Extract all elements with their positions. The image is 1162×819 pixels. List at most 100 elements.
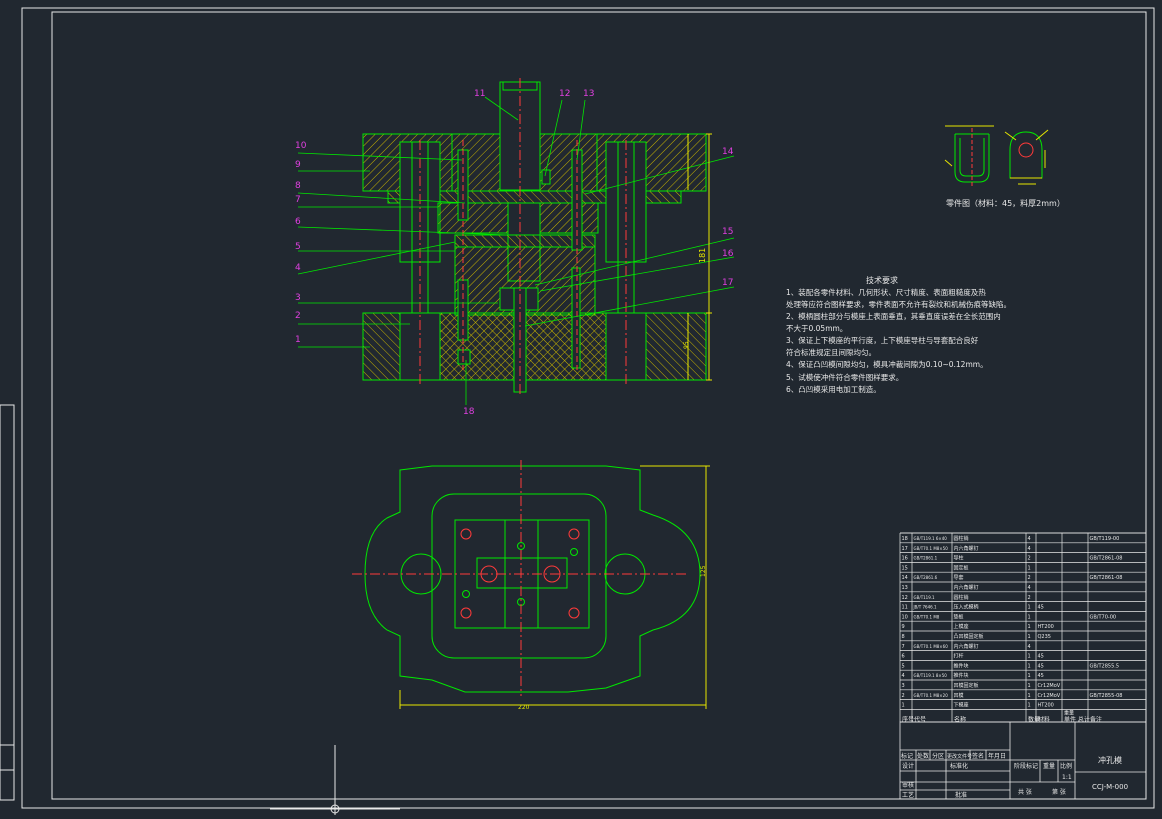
bom-cell: 2 (1028, 595, 1031, 601)
tb-sheets-total: 共 张 (1018, 788, 1032, 796)
bom-cell: 推件块 (954, 662, 969, 669)
bom-cell: 1 (1028, 565, 1031, 571)
callout-11: 11 (474, 89, 485, 99)
callout-7: 7 (295, 195, 301, 205)
bom-header-cell: 数量 (1028, 715, 1040, 723)
tb-sheet-no: 第 张 (1052, 788, 1066, 796)
bom-cell: 圆柱销 (954, 535, 969, 542)
bom-cell: GB/T119.1 6×40 (914, 536, 948, 541)
bom-cell: 1 (1028, 693, 1031, 699)
bom-cell: 12 (902, 595, 908, 601)
bom-cell: 1 (1028, 614, 1031, 620)
bom-cell: 压入式模柄 (954, 604, 979, 611)
bom-cell: 17 (902, 546, 908, 552)
tech-line-3: 2、模柄圆柱部分与模座上表面垂直，其垂直度误差在全长范围内 (786, 311, 1001, 321)
bom-cell: 45 (1038, 654, 1044, 660)
bom-cell: 1 (1028, 654, 1031, 660)
bom-cell: GB/T119-00 (1090, 536, 1120, 542)
bom-cell: 凸凹模固定板 (954, 633, 984, 640)
bom-header-cell: 序号 (902, 715, 914, 723)
bom-header-cell: 材料 (1038, 715, 1050, 723)
bom-cell: 1 (1028, 703, 1031, 709)
tb-rev-6: 年月日 (988, 752, 1006, 760)
tb-standardization: 标准化 (950, 762, 968, 770)
bom-cell: 5 (902, 663, 905, 669)
technical-requirements: 技术要求 1、装配各零件材料、几何形状、尺寸精度、表面粗糙度及热 处理等应符合图… (786, 275, 1011, 394)
bom-cell: 15 (902, 565, 908, 571)
bom-cell: HT200 (1038, 703, 1054, 709)
callout-6: 6 (295, 217, 301, 227)
bom-cell: 上模座 (954, 623, 969, 630)
bom-cell: Cr12MoV (1038, 683, 1061, 689)
dim-height-lower: 95 (683, 341, 690, 349)
callout-13: 13 (583, 89, 594, 99)
bom-cell: GB/T119.1 8×50 (914, 673, 948, 678)
bom-cell: 圆柱销 (954, 594, 969, 601)
bom-cell: 18 (902, 536, 908, 542)
callout-17: 17 (722, 278, 733, 288)
bom-cell: GB/T2861.1 (914, 556, 938, 561)
bom-header-weight: 重量 (1064, 709, 1074, 716)
bom-cell: 1 (1028, 663, 1031, 669)
bom-cell: 45 (1038, 673, 1044, 679)
front-dimensions: 181 95 (683, 133, 712, 381)
bom-cell: 凹模 (954, 692, 964, 699)
bom-cell: 3 (902, 683, 905, 689)
callout-10: 10 (295, 141, 307, 151)
callout-15: 15 (722, 227, 733, 237)
tb-rev-1: 标记 (901, 752, 913, 760)
bom-cell: 导柱 (954, 555, 964, 562)
bom-cell: 下模座 (954, 702, 969, 709)
bom-cell: 推件块 (954, 672, 969, 679)
bom-cell: 打杆 (954, 653, 964, 660)
drawing-frame (0, 7, 1155, 815)
bom-cell: 1 (1028, 605, 1031, 611)
tech-line-6: 符合标准规定且间隙均匀。 (786, 347, 876, 357)
tb-stage: 阶段标记 (1014, 762, 1038, 770)
bom-header-cell: 名称 (954, 715, 966, 723)
bom-cell: 导套 (954, 574, 964, 581)
bom-cell: GB/T70.1 M8×50 (914, 546, 949, 551)
tb-drawing-name: 冲孔模 (1098, 755, 1122, 765)
tech-line-5: 3、保证上下模座的平行度，上下模座导柱与导套配合良好 (786, 335, 979, 345)
bom-cell: GB/T70-00 (1090, 614, 1117, 620)
tech-line-7: 4、保证凸凹模间隙均匀，模具冲裁间隙为0.10~0.12mm。 (786, 359, 988, 369)
bom-cell: Cr12MoV (1038, 693, 1061, 699)
bom-header-cell: 单件 总计 (1064, 715, 1090, 723)
part-drawing: 零件图（材料：45，料厚2mm） (944, 125, 1065, 208)
tech-line-9: 6、凸凹模采用电加工制造。 (786, 384, 881, 394)
bom-cell: 凹模固定板 (954, 682, 979, 689)
callout-18: 18 (463, 407, 475, 417)
leader-lines (297, 96, 735, 405)
section-view (362, 78, 707, 396)
tb-scale: 比例 (1060, 762, 1072, 770)
bom-cell: 1 (1028, 634, 1031, 640)
title-block (899, 721, 1147, 800)
tb-role-review: 审核 (902, 781, 914, 789)
bom-cell: 内六角螺钉 (954, 545, 979, 552)
bom-cell: 4 (1028, 536, 1031, 542)
bom-cell: 6 (902, 654, 905, 660)
bom-cell: 4 (902, 673, 905, 679)
callout-5: 5 (295, 242, 301, 252)
callout-1: 1 (295, 335, 301, 345)
bom-cell: Q235 (1038, 634, 1051, 640)
tech-title: 技术要求 (866, 275, 898, 285)
part-caption: 零件图（材料：45，料厚2mm） (946, 198, 1065, 208)
tb-rev-3: 分区 (932, 752, 944, 760)
bom-cell: 13 (902, 585, 908, 591)
callout-labels: 1 2 3 4 5 6 7 8 9 10 11 12 13 14 15 16 1… (295, 89, 734, 417)
bom-cell: GB/T2861.6 (914, 575, 938, 580)
bom-cell: 4 (1028, 585, 1031, 591)
tech-line-1: 1、装配各零件材料、几何形状、尺寸精度、表面粗糙度及热 (786, 287, 986, 297)
tech-line-8: 5、试模使冲件符合零件图样要求。 (786, 372, 903, 382)
bom-cell: HT200 (1038, 624, 1054, 630)
dim-plan-height: 125 (700, 565, 707, 577)
bom-cell: 2 (1028, 556, 1031, 562)
bom-cell: 4 (1028, 644, 1031, 650)
bom-cell: 1 (1028, 673, 1031, 679)
tb-weight: 重量 (1043, 762, 1055, 770)
bom-cell: GB/T70.1 M8 (914, 614, 940, 619)
bom-cell: 14 (902, 575, 908, 581)
